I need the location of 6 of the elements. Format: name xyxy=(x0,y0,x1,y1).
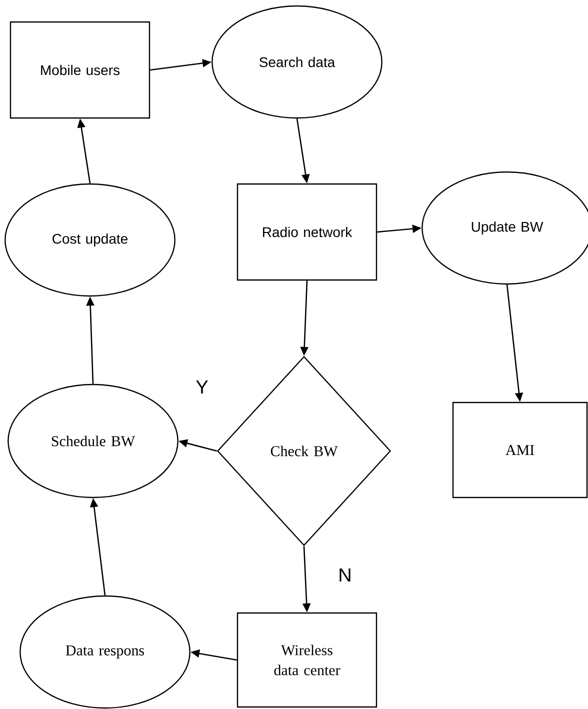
process-box: AMI xyxy=(452,402,588,498)
edge-label: Y xyxy=(196,380,208,394)
process-box: Mobile users xyxy=(10,21,150,119)
process-box: Radio network xyxy=(236,183,378,281)
process-box: Wireless data center xyxy=(236,612,378,708)
edge-label: N xyxy=(340,568,350,582)
